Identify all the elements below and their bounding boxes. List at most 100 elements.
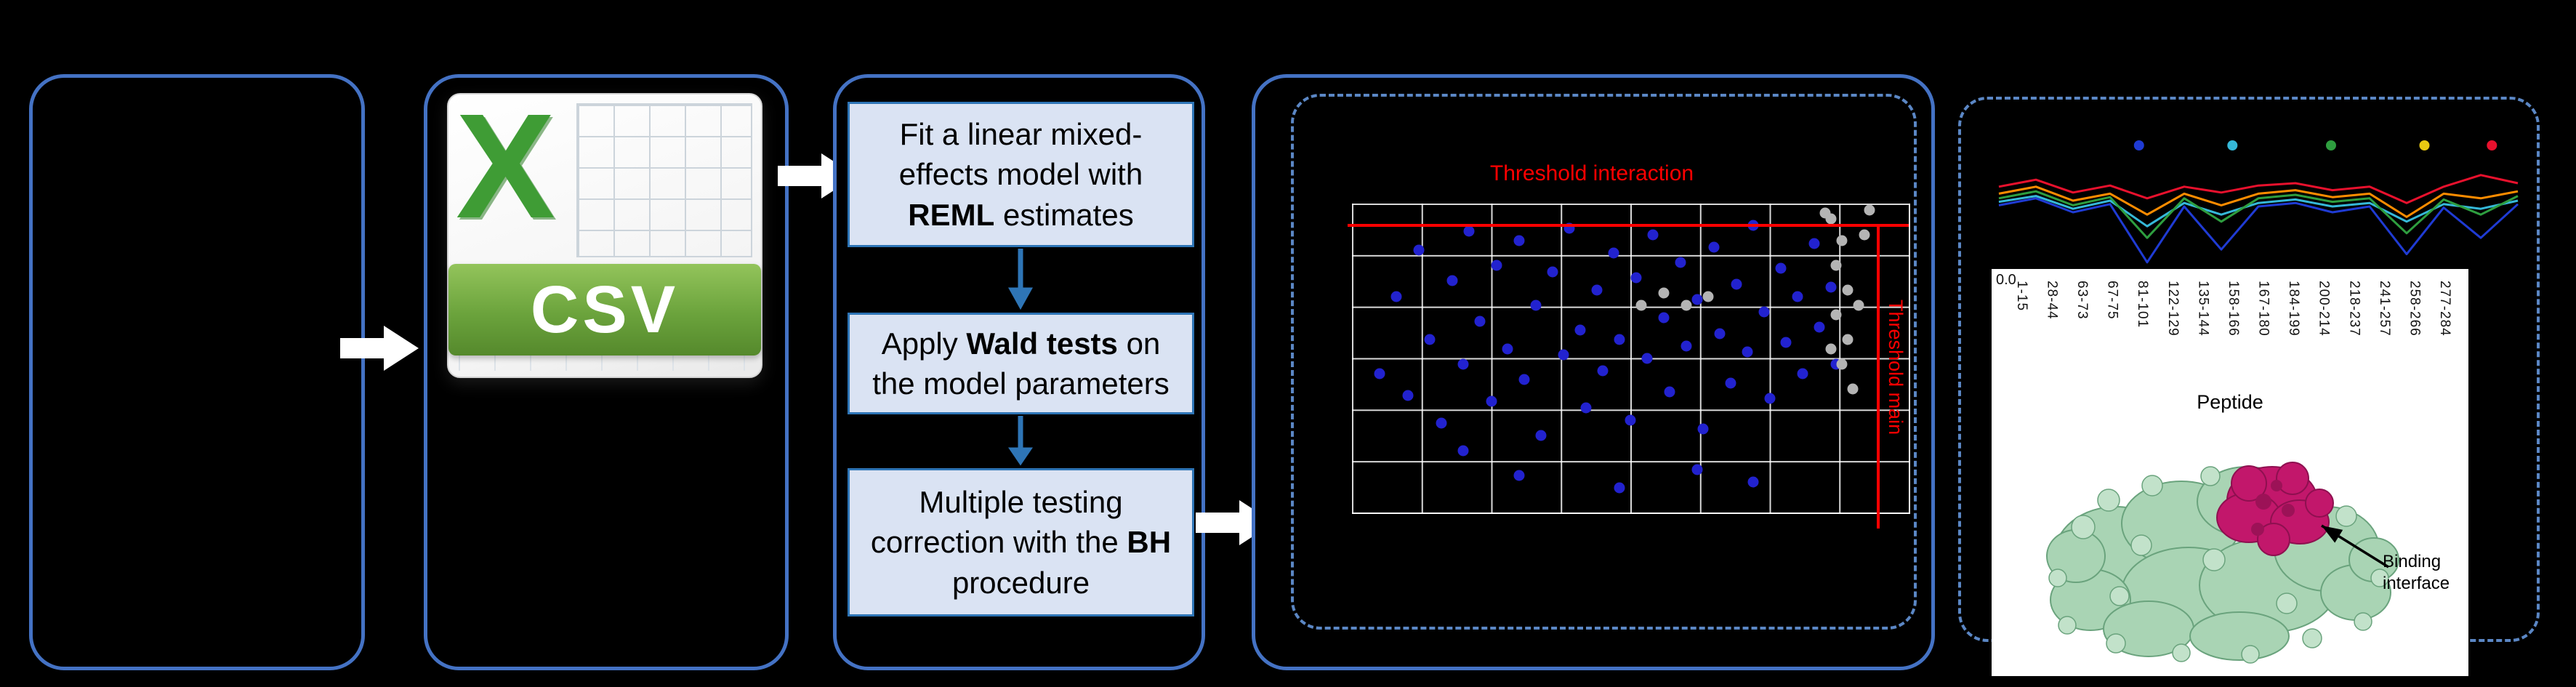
scatter-point (1457, 358, 1469, 370)
scatter-point (1742, 346, 1753, 358)
model-step-text: Multiple testing correction with the BH … (870, 484, 1172, 600)
scatter-point (1836, 358, 1848, 370)
threshold-main-line (1877, 223, 1880, 529)
peptide-axis-label: 277-284 (2437, 281, 2453, 337)
scatter-point (1825, 281, 1837, 293)
scatter-point (1859, 229, 1870, 240)
threshold-interaction-line (1348, 223, 1909, 227)
model-step-box-wald: Apply Wald tests on the model parameters (848, 313, 1194, 414)
scatter-point (1664, 386, 1675, 398)
scatter-point (1780, 337, 1792, 348)
peptide-axis-label: 81-101 (2135, 281, 2151, 329)
csv-label: CSV (530, 272, 680, 347)
scatter-point (1614, 334, 1625, 345)
scatter-point (1580, 402, 1592, 413)
scatter-point (1814, 321, 1825, 333)
scatter-point (1641, 353, 1653, 363)
scatter-point (1574, 324, 1586, 336)
scatter-point (1808, 238, 1820, 249)
csv-file-icon: X CSV (447, 84, 762, 378)
peptide-axis-label: 158-166 (2225, 281, 2241, 337)
scatter-point (1830, 260, 1842, 271)
scatter-point (1547, 266, 1558, 277)
scatter-point (1764, 393, 1775, 404)
scatter-point (1518, 374, 1530, 385)
scatter-point (1797, 368, 1808, 379)
profile-lines-svg (1998, 140, 2519, 264)
scatter-point (1747, 476, 1759, 487)
scatter-point (1486, 395, 1497, 407)
scatter-point (1691, 464, 1703, 475)
results-scatter-dashed-frame (1291, 94, 1917, 630)
scatter-point (1558, 349, 1569, 361)
model-step-text: Fit a linear mixed-effects model with RE… (898, 116, 1143, 232)
profile-line-orange (1998, 185, 2519, 218)
peptide-axis-label: 200-214 (2316, 281, 2332, 337)
scatter-point (1402, 390, 1414, 401)
panel-input (29, 74, 365, 670)
scatter-point (1513, 235, 1525, 246)
scatter-point (1691, 294, 1703, 305)
peptide-axis-label: 241-257 (2376, 281, 2392, 337)
scatter-point (1436, 417, 1447, 429)
scatter-point (1847, 383, 1859, 395)
binding-interface-arrow-icon (2321, 524, 2389, 569)
scatter-point (1792, 291, 1803, 302)
condition-marker-dot (2133, 140, 2144, 150)
xaxis-title-peptide: Peptide (2197, 391, 2263, 413)
condition-marker-dot (2227, 140, 2238, 150)
profile-line-blue (1998, 197, 2519, 264)
scatter-point (1864, 204, 1875, 215)
profile-line-red (1998, 174, 2519, 204)
scatter-point (1413, 244, 1425, 256)
scatter-point (1775, 262, 1787, 274)
excel-x-letter: X (456, 83, 555, 249)
profile-line-green (1998, 190, 2519, 239)
binding-interface-label: Binding interface (2383, 552, 2450, 593)
scatter-point (1530, 300, 1542, 311)
scatter-point (1819, 207, 1831, 219)
scatter-point (1658, 312, 1670, 324)
step-down-arrow-icon (1008, 249, 1033, 310)
model-step-box-reml: Fit a linear mixed-effects model with RE… (848, 102, 1194, 247)
scatter-point (1681, 340, 1692, 351)
peptide-axis-label: 122-129 (2165, 281, 2181, 337)
scatter-point (1474, 316, 1486, 326)
threshold-interaction-label: Threshold interaction (1489, 161, 1694, 185)
step-down-arrow-icon (1008, 416, 1033, 466)
scatter-point (1535, 430, 1547, 441)
scatter-point (1630, 272, 1642, 284)
scatter-point (1424, 334, 1436, 345)
scatter-point (1614, 482, 1625, 494)
scatter-point (1842, 334, 1853, 345)
scatter-point (1390, 291, 1402, 302)
peptide-axis-label: 218-237 (2346, 281, 2362, 337)
scatter-point (1842, 284, 1853, 296)
scatter-point (1597, 365, 1609, 376)
scatter-point (1725, 377, 1736, 388)
peptide-axis-label: 135-144 (2195, 281, 2211, 337)
volcano-plot-area (1348, 204, 1910, 529)
scatter-point (1697, 423, 1709, 435)
scatter-point (1853, 300, 1864, 311)
spreadsheet-grid-texture (576, 103, 752, 257)
scatter-point (1647, 229, 1659, 240)
flow-arrow-icon (340, 326, 419, 371)
scatter-point (1714, 328, 1726, 339)
peptide-axis-label: 167-180 (2255, 281, 2271, 337)
scatter-point (1463, 225, 1475, 237)
y-axis-tick-label: 0.0 (1996, 272, 2016, 288)
peptide-axis-label: 28-44 (2044, 281, 2060, 320)
protein-structure-image (2046, 462, 2399, 664)
condition-marker-dot (2419, 140, 2430, 150)
scatter-point (1625, 414, 1636, 425)
scatter-point (1836, 235, 1848, 246)
scatter-point (1608, 247, 1619, 259)
peptide-axis-label: 258-266 (2407, 281, 2423, 337)
threshold-main-label: Threshold main (1885, 300, 1907, 435)
peptide-axis-label: 1-15 (2013, 281, 2029, 312)
scatter-point (1675, 257, 1686, 268)
scatter-point (1502, 343, 1513, 355)
